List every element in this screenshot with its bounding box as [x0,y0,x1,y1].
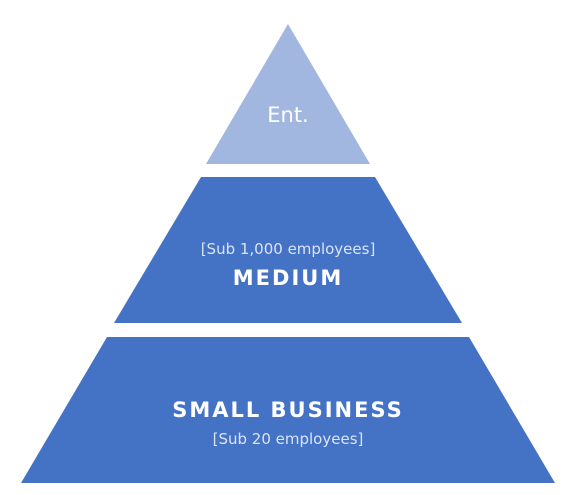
tier-enterprise: Ent. [206,24,370,164]
tier-medium-sublabel: [Sub 1,000 employees] [201,240,376,258]
tier-medium: [Sub 1,000 employees] MEDIUM [114,177,462,323]
tier-small-business: SMALL BUSINESS [Sub 20 employees] [21,337,555,483]
tier-small-business-sublabel: [Sub 20 employees] [213,430,364,448]
tier-enterprise-shape [206,24,370,164]
tier-small-business-shape [21,337,555,483]
tier-medium-shape [114,177,462,323]
tier-medium-label: MEDIUM [233,266,343,290]
tier-small-business-label: SMALL BUSINESS [172,398,404,422]
tier-enterprise-label: Ent. [267,103,309,127]
